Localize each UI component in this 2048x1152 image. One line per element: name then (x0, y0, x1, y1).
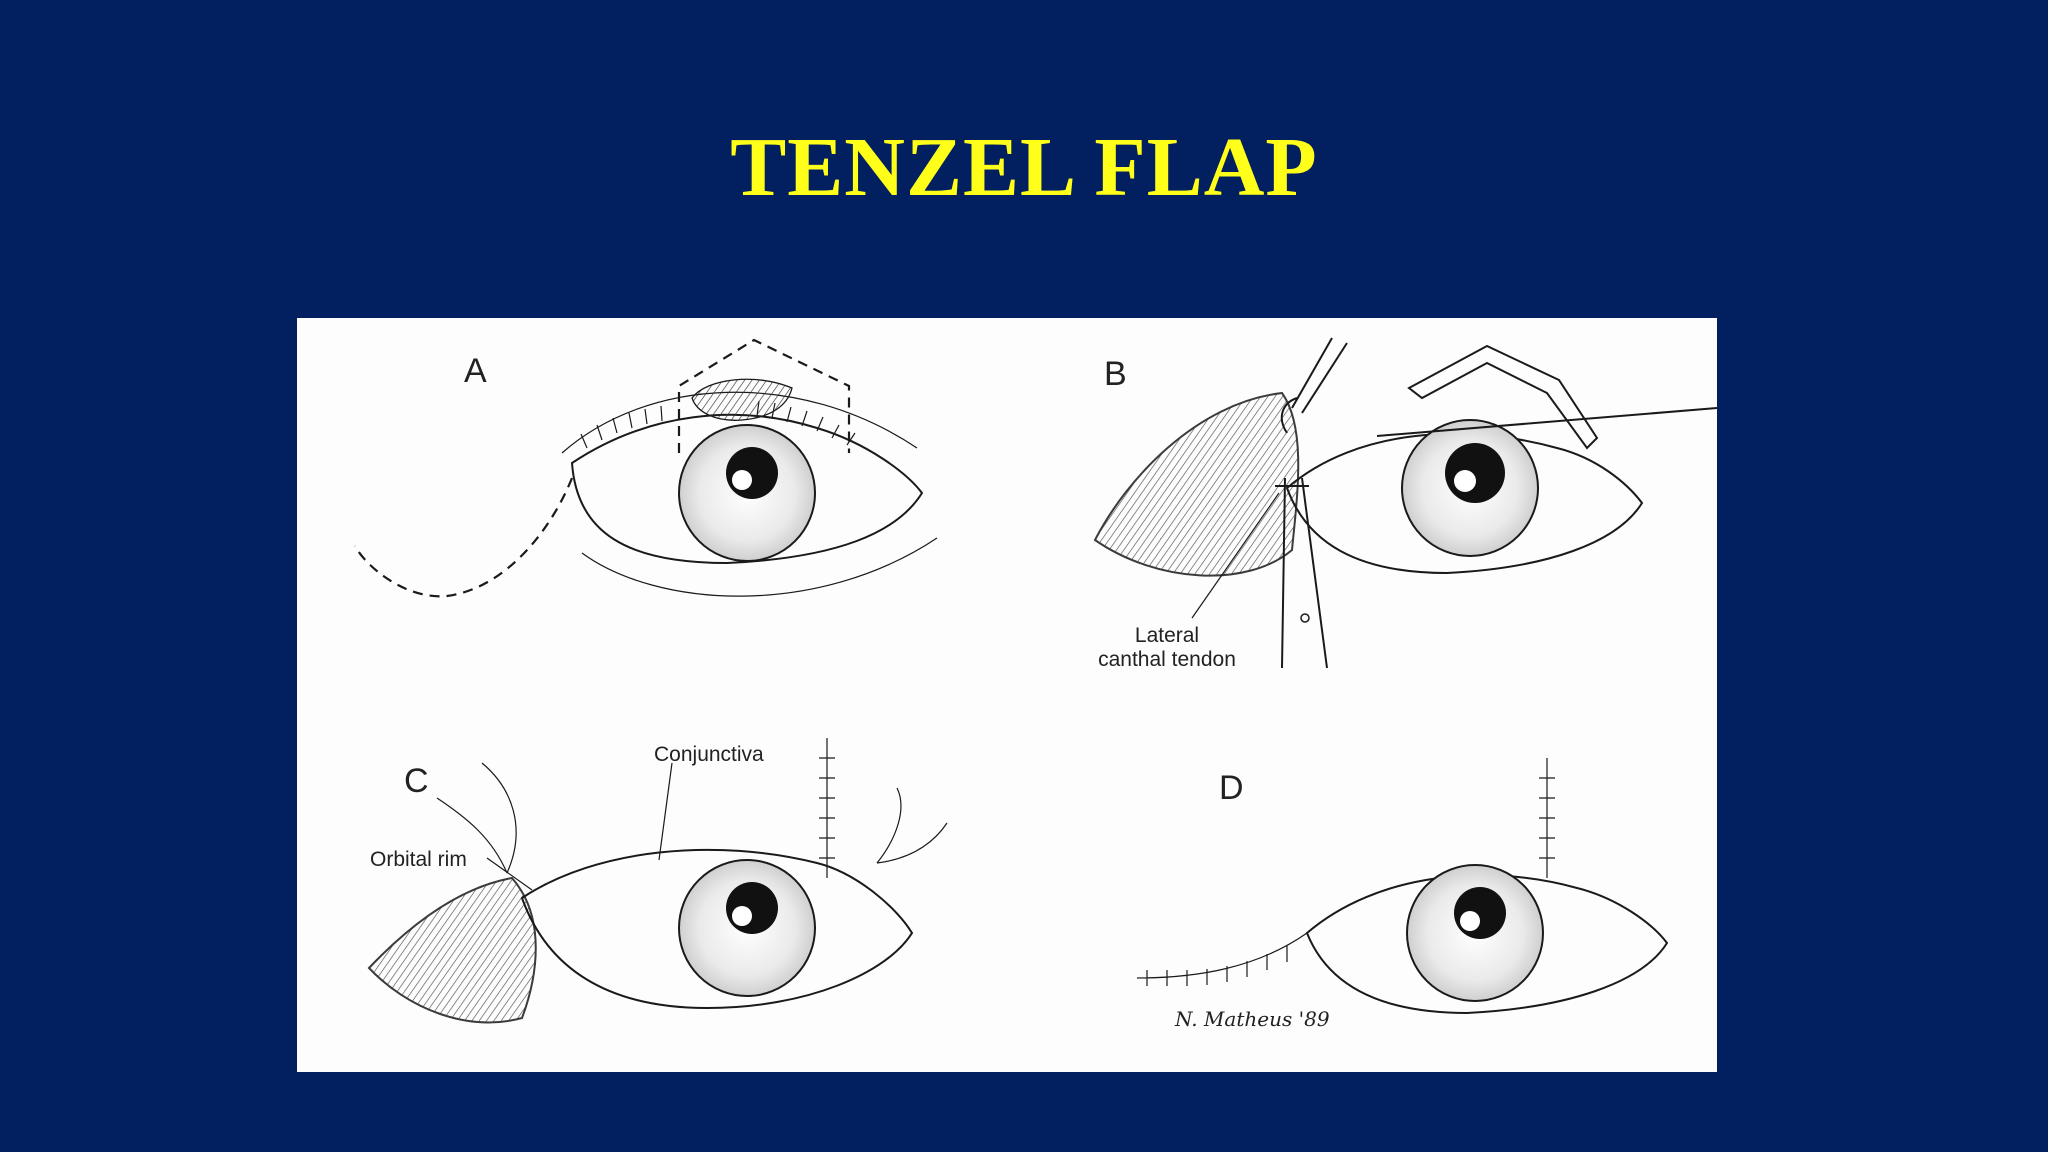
panel-d-vertical-suture (1539, 758, 1555, 878)
panel-b-letter: B (1104, 355, 1127, 393)
panel-d: D N. Matheus '89 (1136, 758, 1669, 1031)
panel-c-eye-outline (520, 848, 914, 1010)
panel-c-letter: C (404, 762, 429, 800)
panel-b-forceps (1280, 337, 1348, 434)
slide-title: TENZEL FLAP (730, 121, 1318, 214)
panel-b-label-line2: canthal tendon (1098, 648, 1236, 671)
panel-c-flap (367, 876, 537, 1024)
panel-b-scissors-pivot (1300, 613, 1310, 623)
panel-c-suture-line (819, 738, 835, 878)
panel-b: B Lateral canthal tendon (1093, 337, 1717, 671)
illustration-svg: A B (354, 337, 1717, 1031)
panel-c-label-orbital-rim: Orbital rim (370, 848, 467, 871)
panel-b-leader (1191, 492, 1280, 619)
panel-a-highlight (732, 470, 752, 490)
panel-a-lesion (691, 378, 793, 421)
panel-a-incision-line (354, 477, 574, 598)
panel-c-highlight (732, 906, 752, 926)
panel-a-lower-crease (581, 537, 938, 597)
panel-d-signature: N. Matheus '89 (1174, 1007, 1330, 1031)
panel-a-pupil (726, 447, 778, 499)
panel-c-leader-orbital-rim (486, 857, 533, 891)
panel-a-letter: A (464, 352, 487, 390)
panel-b-pupil (1445, 443, 1505, 503)
panel-b-retractor (1407, 344, 1599, 450)
panel-c-suture-loops-right (876, 787, 948, 864)
panel-c-pupil (726, 882, 778, 934)
panel-c-leader-conjunctiva (658, 762, 673, 861)
panel-a-excision-outline (677, 338, 851, 453)
panel-b-probe (1376, 407, 1717, 437)
panel-d-highlight (1460, 911, 1480, 931)
surgical-illustration: A B (297, 318, 1717, 1072)
panel-b-flap (1093, 391, 1300, 577)
panel-b-highlight (1454, 470, 1476, 492)
panel-d-pupil (1454, 887, 1506, 939)
panel-d-horizontal-suture (1136, 932, 1308, 986)
panel-a: A (354, 338, 938, 598)
panel-c-suture-loops (436, 762, 517, 874)
panel-b-label-line1: Lateral (1135, 624, 1199, 647)
panel-d-letter: D (1219, 769, 1244, 807)
panel-c: C Conjunctiva Orbital rim (367, 738, 948, 1024)
panel-b-scissors (1275, 477, 1328, 669)
panel-c-label-conjunctiva: Conjunctiva (654, 743, 764, 766)
